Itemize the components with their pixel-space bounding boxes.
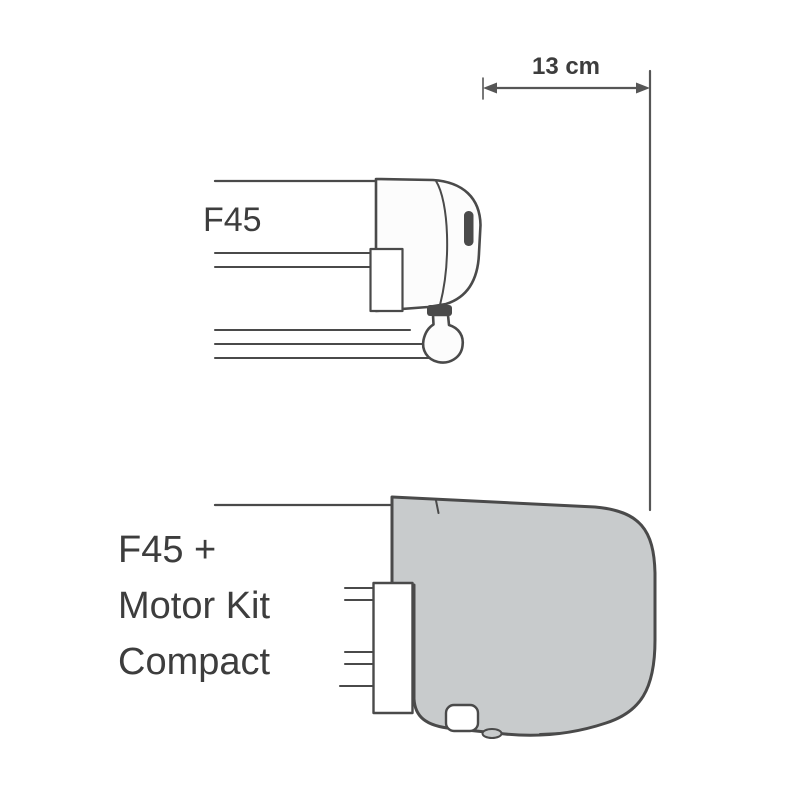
front-bar-hook: [421, 313, 465, 364]
latch-notch-icon: [464, 211, 474, 246]
dimension-label: 13 cm: [532, 53, 600, 80]
mounting-bracket: [369, 247, 404, 313]
end-cap-seam-line: [435, 180, 449, 306]
motor-case-outline: [390, 495, 657, 737]
case-bottom-notch: [539, 732, 563, 735]
motor-kit-diagram: F45 + Motor Kit Compact: [118, 495, 657, 739]
motor-case-seam-tick: [435, 499, 440, 514]
f45-diagram: F45: [203, 177, 482, 364]
motor-kit-label-line-2: Motor Kit: [118, 585, 270, 627]
front-bar-neck: [427, 305, 452, 316]
case-foot-icon: [481, 728, 503, 739]
lead-bar-end: [444, 703, 480, 733]
f45-label: F45: [203, 201, 262, 239]
dimension-arrow-left-icon: [483, 82, 497, 94]
dimension-annotation: 13 cm: [482, 53, 652, 512]
motor-kit-label-line-1: F45 +: [118, 529, 216, 571]
dimension-arrow-right-icon: [636, 82, 650, 94]
mounting-bracket: [372, 581, 414, 715]
motor-kit-label-line-3: Compact: [118, 641, 270, 683]
